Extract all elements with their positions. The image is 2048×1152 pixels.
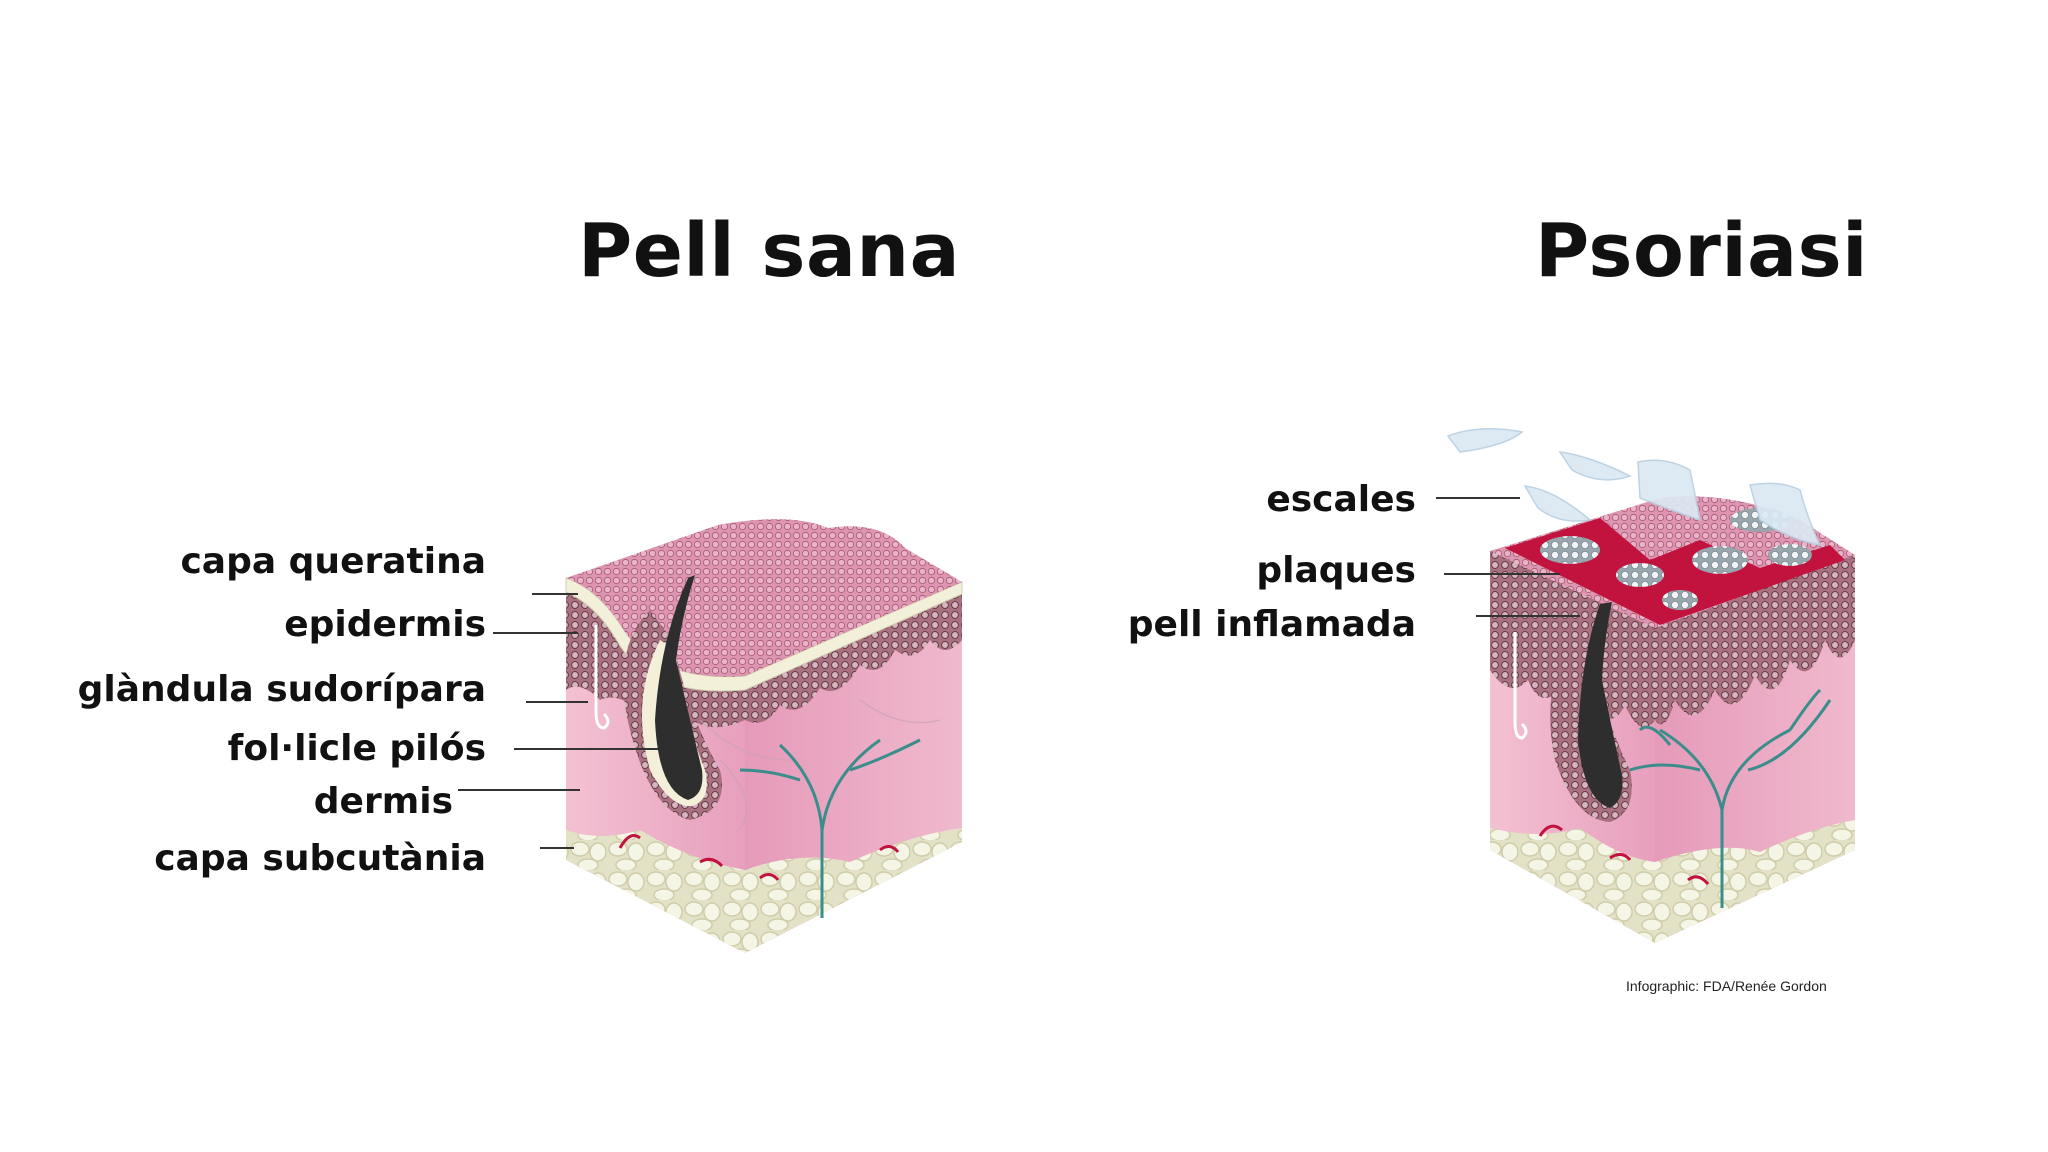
image-credit: Infographic: FDA/Renée Gordon (1626, 978, 1827, 994)
hair-follicle (623, 575, 722, 820)
label-inflamed-skin: pell inflamada (1127, 604, 1416, 645)
healthy-skin-block (565, 519, 963, 953)
psoriasis-leader-lines (1436, 497, 1580, 617)
psoriasis-title: Psoriasi (1535, 208, 1869, 294)
psoriasis-hair-follicle (1550, 602, 1632, 822)
label-keratin-layer: capa queratina (180, 541, 486, 582)
psoriasis-blood-vessels (1629, 688, 1832, 908)
label-dermis: dermis (313, 781, 453, 822)
healthy-leader-lines (458, 593, 658, 849)
psoriasis-scales (1446, 428, 1822, 546)
label-subcutaneous-layer: capa subcutània (154, 838, 486, 879)
psoriasis-skin-block (1446, 428, 1855, 943)
healthy-skin-title: Pell sana (578, 208, 961, 294)
label-hair-follicle: fol·licle pilós (227, 728, 486, 769)
label-scales: escales (1266, 479, 1416, 520)
sweat-gland (594, 625, 610, 730)
healthy-keratin-band (565, 577, 963, 692)
label-epidermis: epidermis (284, 604, 486, 645)
label-sweat-gland: glàndula sudorípara (77, 669, 486, 710)
healthy-blood-vessels (739, 738, 921, 918)
label-plaques: plaques (1256, 550, 1416, 591)
psoriasis-sweat-gland (1513, 632, 1528, 740)
